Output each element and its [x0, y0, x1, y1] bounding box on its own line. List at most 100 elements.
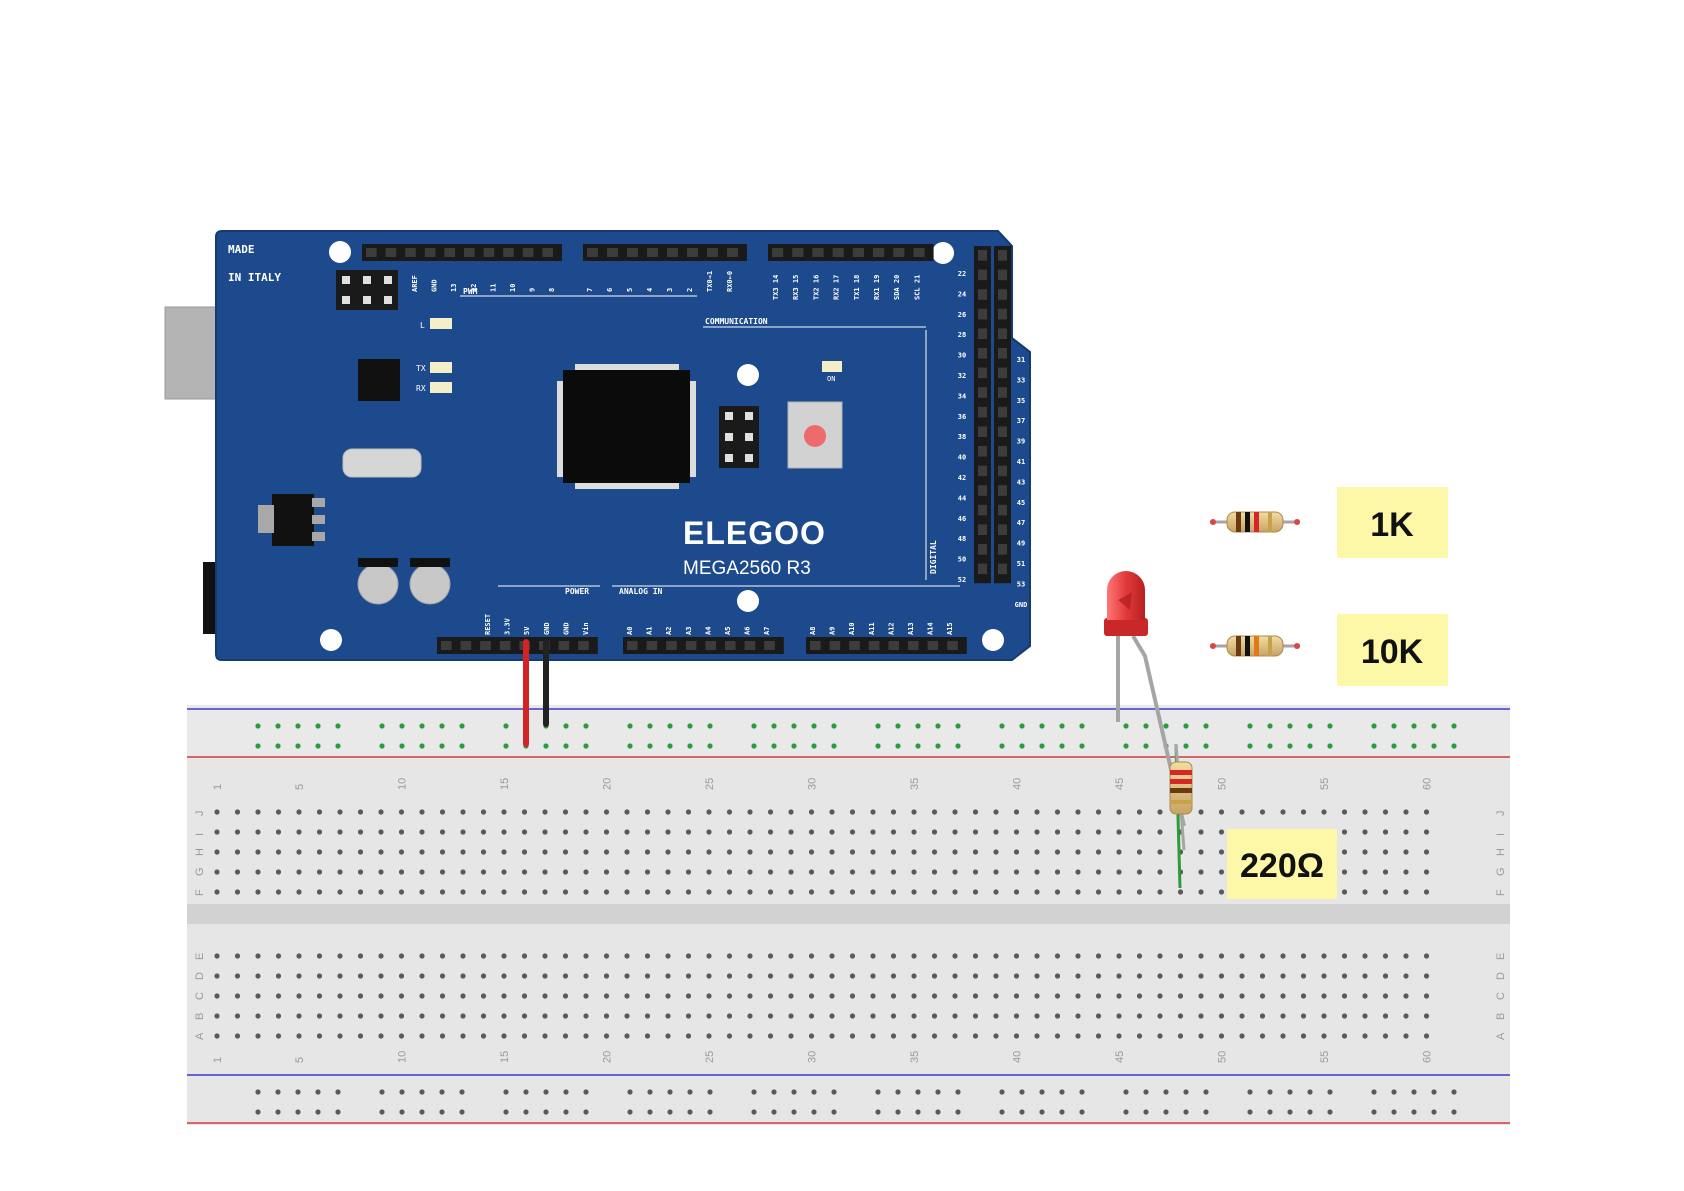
breadboard-hole — [829, 1033, 835, 1039]
power-label: POWER — [565, 587, 589, 596]
breadboard-hole — [706, 829, 712, 835]
breadboard-hole — [644, 849, 651, 855]
rail-hole — [1059, 1089, 1065, 1095]
rail-hole — [627, 1089, 633, 1095]
breadboard-hole — [644, 993, 651, 999]
breadboard-hole — [1095, 1013, 1102, 1019]
rail-hole — [1307, 723, 1313, 729]
pwm-label: PWM — [463, 287, 478, 296]
breadboard-hole — [890, 829, 897, 835]
row-letter: I — [194, 833, 206, 836]
board-model-label: MEGA2560 R3 — [683, 558, 811, 579]
breadboard-hole — [685, 889, 692, 895]
breadboard-hole — [624, 953, 630, 959]
pin-label: 33 — [1017, 376, 1025, 384]
breadboard-hole — [890, 849, 897, 855]
breadboard-hole — [275, 993, 282, 999]
rail-hole — [1327, 1089, 1333, 1095]
breadboard-hole — [583, 809, 589, 815]
breadboard-hole — [542, 809, 548, 815]
breadboard-hole — [542, 889, 548, 895]
breadboard-hole — [624, 1033, 630, 1039]
label-10k: 10K — [1337, 614, 1448, 686]
breadboard-hole — [849, 889, 856, 895]
breadboard-hole — [993, 809, 999, 815]
breadboard-hole — [767, 829, 774, 835]
breadboard-hole — [972, 953, 979, 959]
rail-hole — [1411, 743, 1417, 749]
rail-hole — [1183, 1109, 1189, 1115]
rail-hole — [1079, 723, 1085, 729]
breadboard-hole — [337, 1013, 343, 1019]
breadboard-hole — [1382, 809, 1389, 815]
breadboard-hole — [747, 993, 753, 999]
rail-hole — [895, 1109, 901, 1115]
label-1k-text: 1K — [1370, 506, 1414, 544]
breadboard-hole — [419, 953, 425, 959]
rail-hole — [1039, 1109, 1045, 1115]
breadboard-hole — [316, 953, 323, 959]
resistor-10k — [1210, 635, 1300, 657]
led-on — [822, 361, 842, 372]
rail-hole — [315, 723, 321, 729]
rail-hole — [1123, 1109, 1129, 1115]
rail-hole — [915, 743, 921, 749]
breadboard-hole — [1095, 973, 1102, 979]
breadboard-hole — [1136, 829, 1143, 835]
rail-hole — [935, 723, 941, 729]
breadboard-hole — [1136, 993, 1143, 999]
row-letter: I — [1495, 833, 1507, 836]
rail-hole — [1247, 743, 1253, 749]
pin-label: TX3 14 — [772, 275, 780, 300]
breadboard-hole — [1075, 993, 1081, 999]
rail-hole — [439, 1109, 445, 1115]
breadboard-hole — [1116, 1033, 1122, 1039]
breadboard-hole — [788, 953, 794, 959]
red-led — [1104, 571, 1186, 827]
rail-hole — [1143, 1089, 1149, 1095]
rail-hole — [1267, 1089, 1273, 1095]
breadboard-hole — [1198, 889, 1204, 895]
rail-hole — [999, 1109, 1005, 1115]
breadboard-hole — [1341, 869, 1348, 875]
breadboard-hole — [255, 953, 261, 959]
breadboard-hole — [706, 889, 712, 895]
arduino-mega-board: MADE IN ITALY L TX RX — [164, 230, 1031, 661]
analog-in-label: ANALOG IN — [619, 587, 663, 596]
breadboard-hole — [501, 889, 507, 895]
breadboard-hole — [316, 809, 323, 815]
breadboard-hole — [1157, 869, 1163, 875]
breadboard-hole — [1116, 1013, 1122, 1019]
breadboard-hole — [624, 889, 630, 895]
breadboard-hole — [480, 869, 487, 875]
column-number: 50 — [1217, 1051, 1229, 1063]
breadboard-hole — [214, 973, 220, 979]
pin-label: 26 — [958, 311, 966, 319]
breadboard-hole — [767, 953, 774, 959]
rail-hole — [315, 1089, 321, 1095]
breadboard-hole — [378, 973, 384, 979]
breadboard-hole — [521, 869, 528, 875]
breadboard-hole — [1341, 809, 1348, 815]
breadboard-hole — [439, 889, 446, 895]
rail-hole — [1019, 1109, 1025, 1115]
breadboard-hole — [542, 869, 548, 875]
pin-label: 50 — [958, 556, 966, 564]
rail-hole — [1327, 743, 1333, 749]
breadboard-hole — [870, 1033, 876, 1039]
breadboard-hole — [1321, 973, 1327, 979]
rail-hole — [875, 723, 881, 729]
breadboard-hole — [665, 809, 671, 815]
rail-hole — [895, 1089, 901, 1095]
rail-hole — [751, 1089, 757, 1095]
breadboard-hole — [808, 1013, 815, 1019]
rail-hole — [771, 743, 777, 749]
breadboard-hole — [1362, 869, 1368, 875]
led-tx-label: TX — [416, 364, 426, 373]
breadboard-hole — [767, 993, 774, 999]
breadboard-hole — [398, 869, 405, 875]
breadboard-hole — [378, 869, 384, 875]
breadboard-hole — [644, 869, 651, 875]
rail-hole — [523, 1089, 529, 1095]
mount-hole — [737, 364, 759, 386]
